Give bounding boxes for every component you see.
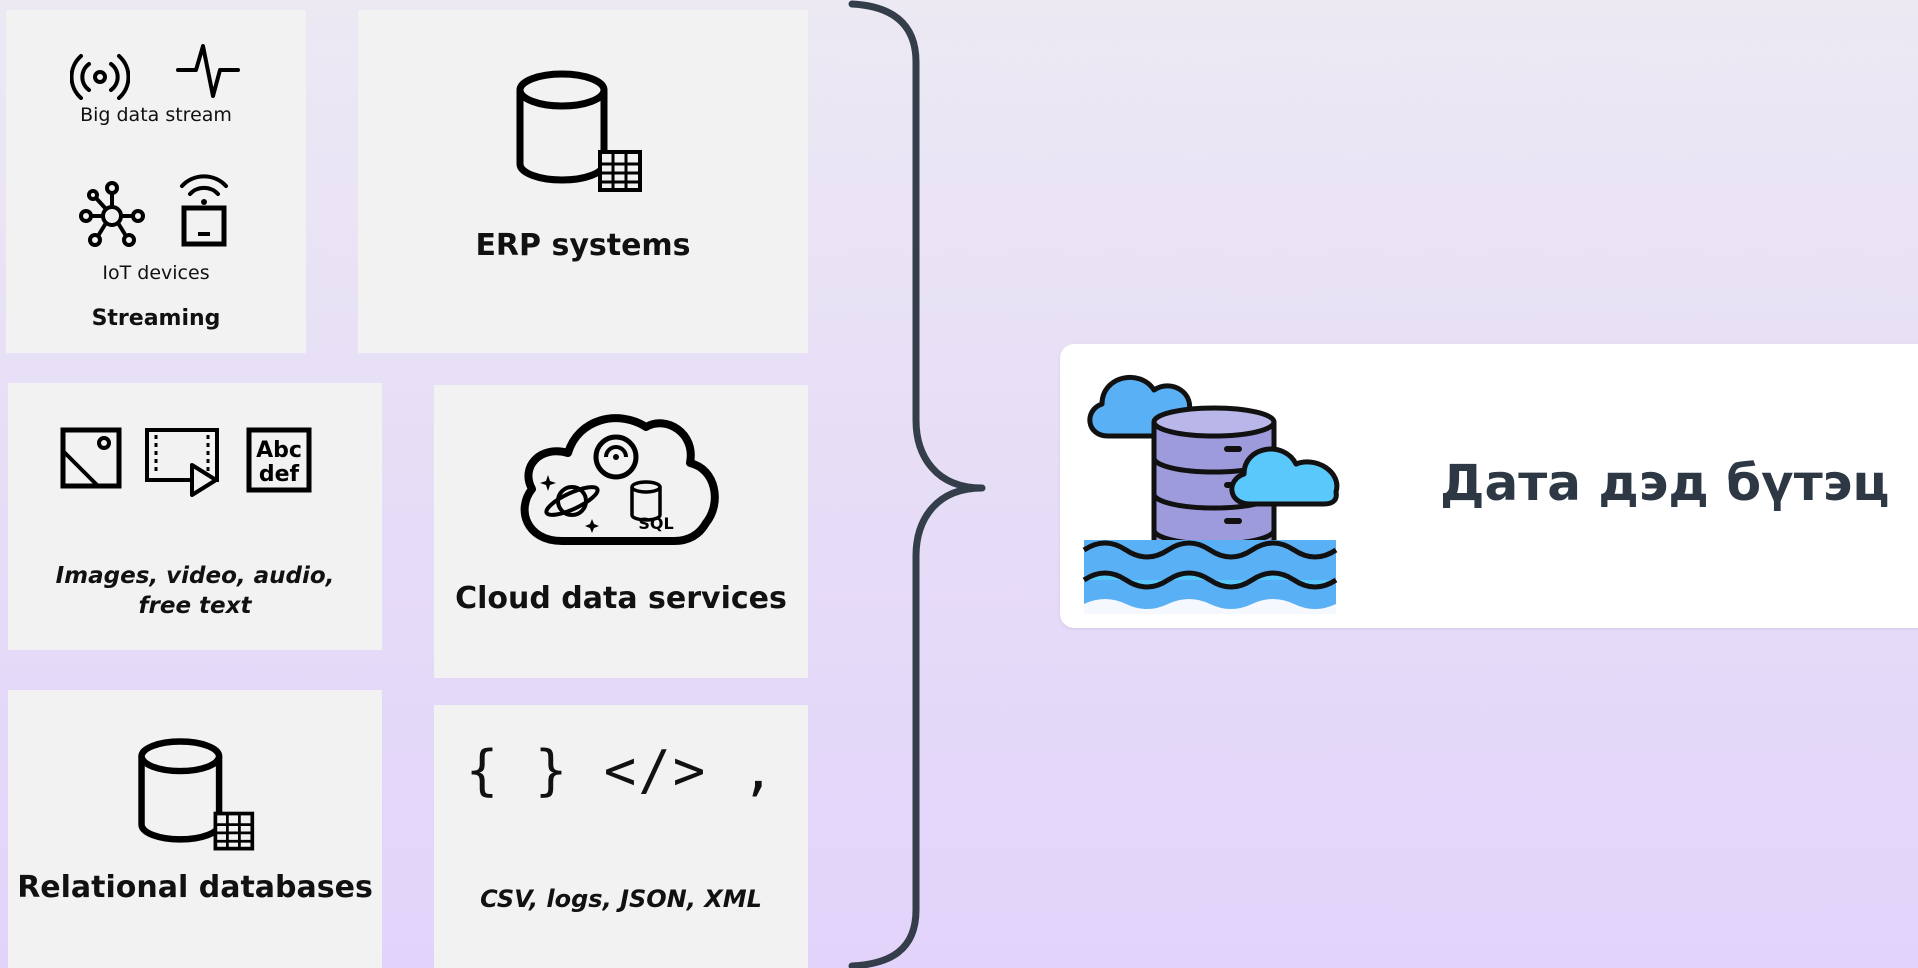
network-icon bbox=[79, 181, 145, 247]
sql-label: SQL bbox=[638, 514, 673, 533]
iot-device-icon bbox=[180, 174, 228, 247]
broadcast-icon bbox=[70, 54, 130, 100]
cloud-title: Cloud data services bbox=[455, 581, 787, 616]
tile-erp: ERP systems bbox=[358, 10, 808, 353]
image-icon bbox=[60, 427, 122, 489]
abc-text: Abc bbox=[256, 438, 302, 463]
text-document-icon: Abc def bbox=[246, 427, 312, 493]
video-icon bbox=[145, 428, 219, 497]
tile-streaming: Big data stream IoT devices Streaming bbox=[6, 10, 306, 353]
tile-relational: Relational databases bbox=[8, 690, 382, 968]
def-text: def bbox=[259, 462, 300, 487]
tile-cloud: SQL Cloud data services bbox=[434, 385, 808, 678]
streaming-title: Streaming bbox=[91, 306, 221, 331]
iot-devices-label: IoT devices bbox=[102, 262, 210, 284]
database-table-icon bbox=[138, 738, 255, 851]
pulse-icon bbox=[176, 44, 240, 98]
curly-brace-connector bbox=[848, 0, 986, 968]
erp-title: ERP systems bbox=[475, 228, 691, 263]
unstructured-title-line2: free text bbox=[138, 593, 252, 619]
cloud-services-icon: SQL bbox=[520, 414, 719, 545]
files-title: CSV, logs, JSON, XML bbox=[480, 885, 762, 913]
unstructured-title-line1: Images, video, audio, bbox=[55, 563, 335, 589]
data-lake-icon bbox=[1082, 374, 1340, 614]
data-infrastructure-card: Дата дэд бүтэц bbox=[1060, 344, 1918, 628]
tile-unstructured: Abc def Images, video, audio, free text bbox=[8, 383, 382, 650]
database-table-icon bbox=[516, 70, 642, 192]
file-format-glyphs: { } </> , bbox=[465, 739, 777, 802]
tile-files: { } </> , CSV, logs, JSON, XML bbox=[434, 705, 808, 968]
big-data-stream-label: Big data stream bbox=[80, 104, 232, 126]
relational-title: Relational databases bbox=[17, 870, 373, 905]
data-infrastructure-title: Дата дэд бүтэц bbox=[1440, 454, 1890, 512]
